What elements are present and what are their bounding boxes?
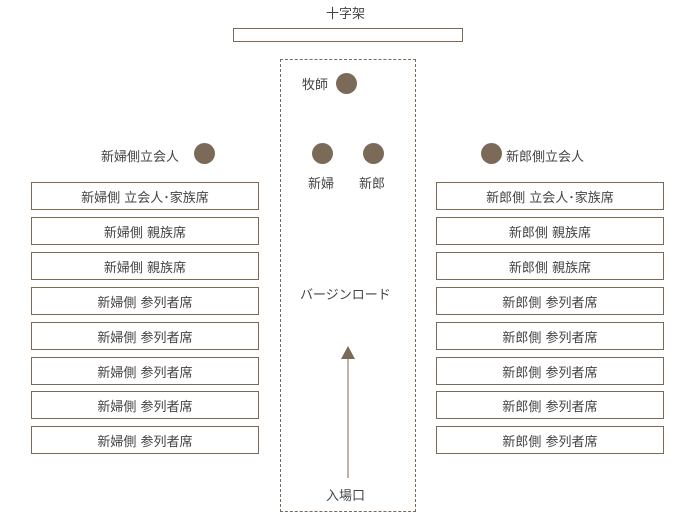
groom-marker <box>363 143 384 164</box>
bride-label: 新婦 <box>308 177 335 192</box>
groom-seat-row: 新郎側 参列者席 <box>436 357 664 385</box>
groom-witness-label: 新郎側立会人 <box>506 150 585 165</box>
bride-seat-row: 新婦側 立会人･家族席 <box>31 182 259 210</box>
altar-cross <box>233 28 463 42</box>
bride-witness-label: 新婦側立会人 <box>101 150 180 165</box>
seat-label: 新郎側 参列者席 <box>502 399 598 415</box>
groom-seat-row: 新郎側 参列者席 <box>436 391 664 419</box>
seat-label: 新郎側 親族席 <box>508 225 592 241</box>
pastor-label: 牧師 <box>302 78 329 93</box>
seat-label: 新婦側 参列者席 <box>97 330 193 346</box>
virgin-road-aisle <box>280 59 416 512</box>
aisle-label: バージンロード <box>300 288 391 303</box>
bride-marker <box>312 143 333 164</box>
bride-seat-row: 新婦側 親族席 <box>31 217 259 245</box>
bride-seat-row: 新婦側 参列者席 <box>31 357 259 385</box>
bride-seat-row: 新婦側 参列者席 <box>31 426 259 454</box>
bride-seat-row: 新婦側 参列者席 <box>31 287 259 315</box>
seat-label: 新郎側 参列者席 <box>502 434 598 450</box>
pastor-marker <box>336 73 357 94</box>
groom-seat-row: 新郎側 参列者席 <box>436 322 664 350</box>
groom-seat-row: 新郎側 参列者席 <box>436 426 664 454</box>
bride-seat-row: 新婦側 参列者席 <box>31 322 259 350</box>
bride-witness-marker <box>194 143 215 164</box>
seat-label: 新郎側 参列者席 <box>502 365 598 381</box>
groom-seat-row: 新郎側 参列者席 <box>436 287 664 315</box>
seat-label: 新婦側 参列者席 <box>97 434 193 450</box>
seat-label: 新婦側 参列者席 <box>97 295 193 311</box>
seat-label: 新郎側 立会人･家族席 <box>486 190 614 206</box>
bride-seat-row: 新婦側 親族席 <box>31 252 259 280</box>
entrance-label: 入場口 <box>326 489 366 504</box>
groom-seat-row: 新郎側 親族席 <box>436 217 664 245</box>
seat-label: 新婦側 親族席 <box>103 225 187 241</box>
groom-label: 新郎 <box>359 177 386 192</box>
seat-label: 新婦側 参列者席 <box>97 365 193 381</box>
bride-seat-row: 新婦側 参列者席 <box>31 391 259 419</box>
cross-label: 十字架 <box>326 7 366 22</box>
seat-label: 新婦側 親族席 <box>103 260 187 276</box>
seat-label: 新婦側 立会人･家族席 <box>81 190 209 206</box>
seat-label: 新郎側 参列者席 <box>502 330 598 346</box>
groom-seat-row: 新郎側 立会人･家族席 <box>436 182 664 210</box>
entrance-arrow-icon <box>341 346 355 478</box>
groom-witness-marker <box>481 143 502 164</box>
seat-label: 新婦側 参列者席 <box>97 399 193 415</box>
seat-label: 新郎側 親族席 <box>508 260 592 276</box>
seat-label: 新郎側 参列者席 <box>502 295 598 311</box>
groom-seat-row: 新郎側 親族席 <box>436 252 664 280</box>
